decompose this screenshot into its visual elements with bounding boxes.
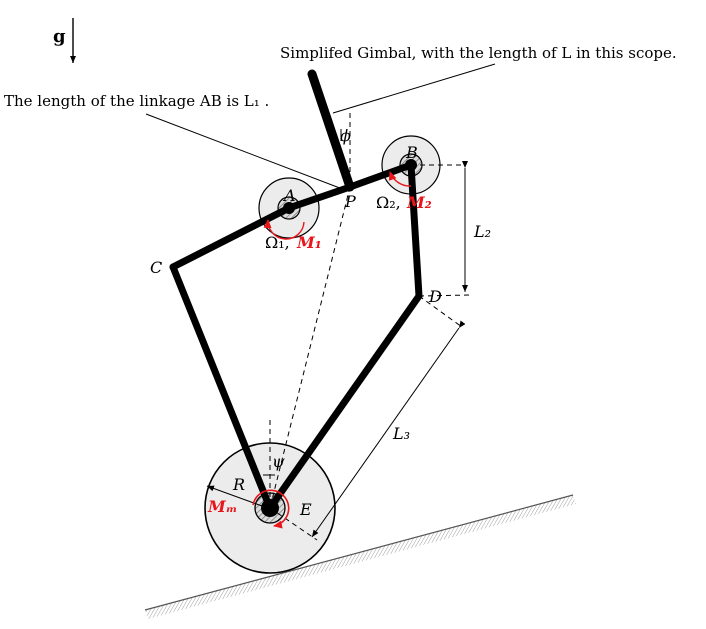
construction-lines [269, 113, 472, 541]
moment-Mm-label: Mₘ [207, 497, 237, 516]
pivot-E [261, 499, 279, 517]
gravity-label: g [53, 26, 66, 47]
linkage-caption: The length of the linkage AB is L₁ . [4, 92, 269, 110]
omega2-label: Ω₂, [376, 193, 401, 212]
moment-M2-label: M₂ [406, 193, 432, 212]
link-CE [169, 263, 274, 512]
point-label-P: P [344, 192, 356, 211]
R-label: R [232, 475, 245, 494]
gimbal-leader-line [332, 63, 496, 114]
link-CAPB [169, 161, 415, 271]
pivot-A [283, 202, 295, 214]
gravity-indicator: g [53, 18, 76, 63]
pivot-P [346, 183, 354, 191]
omega1-label: Ω₁, [265, 233, 290, 252]
point-label-E: E [299, 500, 312, 519]
gimbal-rod [307, 69, 355, 192]
L2-label: L₂ [473, 222, 491, 241]
angle-psi-label: ψ [272, 452, 285, 471]
pivot-B [405, 159, 417, 171]
moment-Mm-arc-icon [252, 489, 290, 529]
linkage-leader-line [145, 113, 346, 191]
point-label-B: B [405, 143, 418, 162]
L3-dimension-arrow [311, 320, 466, 538]
point-label-A: A [282, 186, 296, 205]
moment-M2-arc-icon [388, 171, 412, 187]
gimbal-caption: Simplifed Gimbal, with the length of L i… [280, 44, 677, 62]
linkage [169, 69, 423, 512]
angle-phi-label: ϕ [340, 126, 351, 145]
moment-M1-arc-icon [263, 219, 305, 240]
point-label-D: D [428, 287, 442, 306]
L3-label: L₃ [392, 424, 410, 443]
inclined-ground [144, 494, 576, 619]
moment-M1-label: M₁ [296, 233, 322, 252]
point-label-C: C [150, 258, 162, 277]
